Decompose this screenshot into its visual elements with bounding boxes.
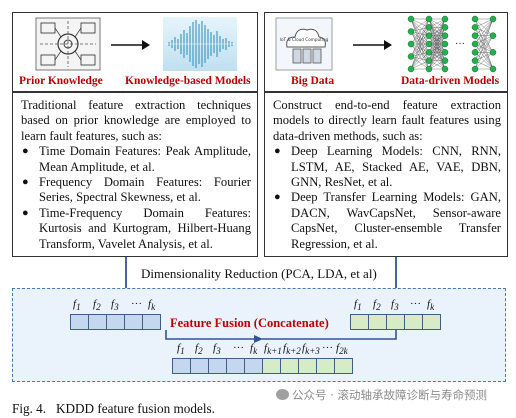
fused-feature-cell (208, 358, 227, 374)
feature-label-fk: fk (148, 298, 156, 313)
fused-feature-cell (334, 358, 353, 374)
watermark-text: 公众号 · 滚动轴承故障诊断与寿命预测 (292, 388, 487, 402)
feature-fusion-label: Feature Fusion (Concatenate) (170, 316, 329, 330)
feature-label-f2k: f2k (336, 342, 348, 357)
feature-label-f1: f1 (177, 342, 185, 357)
left-bullet-list: Time Domain Features: Peak Amplitude, Me… (21, 144, 251, 252)
cloud-icon-text: IoT & Cloud Computing (280, 37, 329, 42)
watermark: 公众号 · 滚动轴承故障诊断与寿命预测 (276, 387, 487, 403)
prior-knowledge-label: Prior Knowledge (19, 75, 103, 87)
right-feature-cell (422, 314, 441, 330)
fused-feature-cell (316, 358, 335, 374)
feature-label-f2: f2 (373, 298, 381, 313)
fused-feature-cell (172, 358, 191, 374)
fused-feature-cell (280, 358, 299, 374)
feature-label-f3: f3 (391, 298, 399, 313)
list-item: Deep Learning Models: CNN, RNN, LSTM, AE… (273, 144, 501, 190)
dimensionality-reduction-label: Dimensionality Reduction (PCA, LDA, et a… (141, 266, 377, 281)
fused-feature-cell (190, 358, 209, 374)
svg-text:···: ··· (455, 39, 465, 50)
wechat-icon (276, 389, 289, 400)
feature-label-f2: f2 (93, 298, 101, 313)
feature-label-fk2: fk+2 (283, 342, 301, 357)
list-item: Time Domain Features: Peak Amplitude, Me… (21, 144, 251, 175)
big-data-panel: IoT & Cloud Computing ··· Big Data Data-… (264, 12, 508, 92)
left-intro-text: Traditional feature extraction technique… (21, 98, 251, 143)
big-data-label: Big Data (291, 75, 335, 87)
feature-label-fk3: fk+3 (302, 342, 320, 357)
feature-label-fk: fk (427, 298, 435, 313)
feature-label-ellipsis: ··· (131, 298, 142, 310)
schematic-drawing-icon (35, 17, 101, 71)
data-driven-text-panel: Construct end-to-end feature extraction … (264, 92, 508, 257)
fused-feature-cell (298, 358, 317, 374)
data-driven-models-label: Data-driven Models (401, 75, 500, 87)
feature-label-ellipsis: ··· (233, 342, 244, 354)
knowledge-based-description: Traditional feature extraction technique… (13, 93, 257, 252)
feature-label-f1: f1 (73, 298, 81, 313)
data-driven-description: Construct end-to-end feature extraction … (265, 93, 507, 252)
feature-label-f3: f3 (111, 298, 119, 313)
left-feature-cell (142, 314, 161, 330)
prior-knowledge-panel: Prior Knowledge Knowledge-based Models (12, 12, 258, 92)
fused-feature-cell (244, 358, 263, 374)
feature-label-fk: fk (250, 342, 258, 357)
arrow-right-icon (111, 40, 150, 50)
fused-feature-cell (262, 358, 281, 374)
feature-label-f1: f1 (354, 298, 362, 313)
list-item: Deep Transfer Learning Models: GAN, DACN… (273, 190, 501, 252)
neural-network-icon: ··· (407, 15, 497, 73)
right-intro-text: Construct end-to-end feature extraction … (273, 98, 501, 143)
feature-label-ellipsis: ··· (410, 298, 421, 310)
list-item: Frequency Domain Features: Fourier Serie… (21, 175, 251, 206)
fused-feature-cell (226, 358, 245, 374)
arrow-right-icon (353, 40, 392, 50)
list-item: Time-Frequency Domain Features: Kurtosis… (21, 206, 251, 252)
feature-label-ellipsis: ··· (322, 342, 333, 354)
cloud-server-icon: IoT & Cloud Computing (275, 17, 333, 71)
figure-caption: Fig. 4. KDDD feature fusion models. (12, 401, 215, 416)
knowledge-based-models-label: Knowledge-based Models (125, 75, 251, 87)
feature-label-f2: f2 (195, 342, 203, 357)
feature-label-fk1: fk+1 (264, 342, 282, 357)
waveform-icon (163, 17, 237, 71)
feature-label-f3: f3 (213, 342, 221, 357)
right-bullet-list: Deep Learning Models: CNN, RNN, LSTM, AE… (273, 144, 501, 252)
knowledge-based-text-panel: Traditional feature extraction technique… (12, 92, 258, 257)
